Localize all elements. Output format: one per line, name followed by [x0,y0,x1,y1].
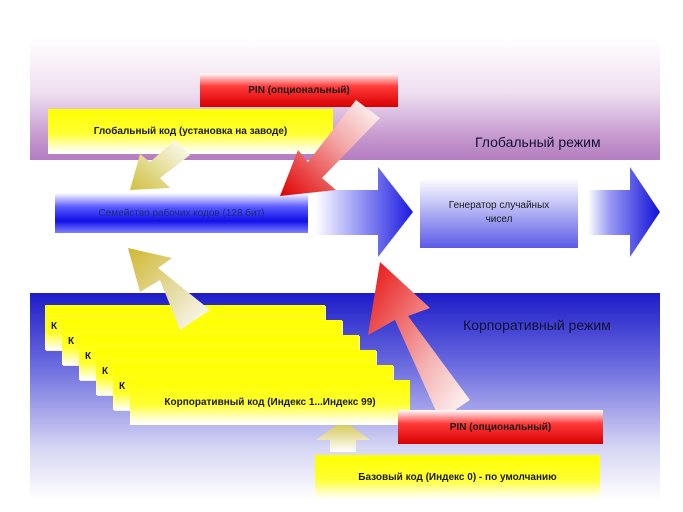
arrow-base-to-corporate [316,420,370,452]
arrow-global-to-family [130,140,190,190]
arrow-pin-top-to-family [280,100,380,196]
rng-box: Генератор случайных чисел [420,178,578,248]
global-code-label: Глобальный код (установка на заводе) [93,126,288,137]
rng-label-line1: Генератор случайных [448,200,550,211]
arrow-pin-bottom-to-family [368,262,470,420]
arrow-rng-output [588,167,660,257]
global-mode-label: Глобальный режим [475,134,601,150]
work-code-family-label: Семейство рабочих кодов (128 бит) [98,207,265,219]
corporate-code-label: Корпоративный код (Индекс 1...Индекс 99) [164,397,376,408]
pin-top-label: PIN (опциональный) [248,84,350,96]
arrow-corporate-to-family [128,248,210,330]
corporate-mode-label: Корпоративный режим [463,317,611,333]
pin-bottom-box: PIN (опциональный) [398,410,603,444]
corporate-code-box: Корпоративный код (Индекс 1...Индекс 99) [130,380,410,425]
work-code-family-box: Семейство рабочих кодов (128 бит) [55,193,308,233]
base-code-box: Базовый код (Индекс 0) - по умолчанию [315,455,600,500]
pin-top-box: PIN (опциональный) [200,73,398,107]
base-code-label: Базовый код (Индекс 0) - по умолчанию [358,472,557,483]
rng-label-line2: чисел [485,214,513,225]
global-code-box: Глобальный код (установка на заводе) [48,109,333,154]
arrow-family-to-rng [315,167,413,257]
pin-bottom-label: PIN (опциональный) [449,421,552,433]
